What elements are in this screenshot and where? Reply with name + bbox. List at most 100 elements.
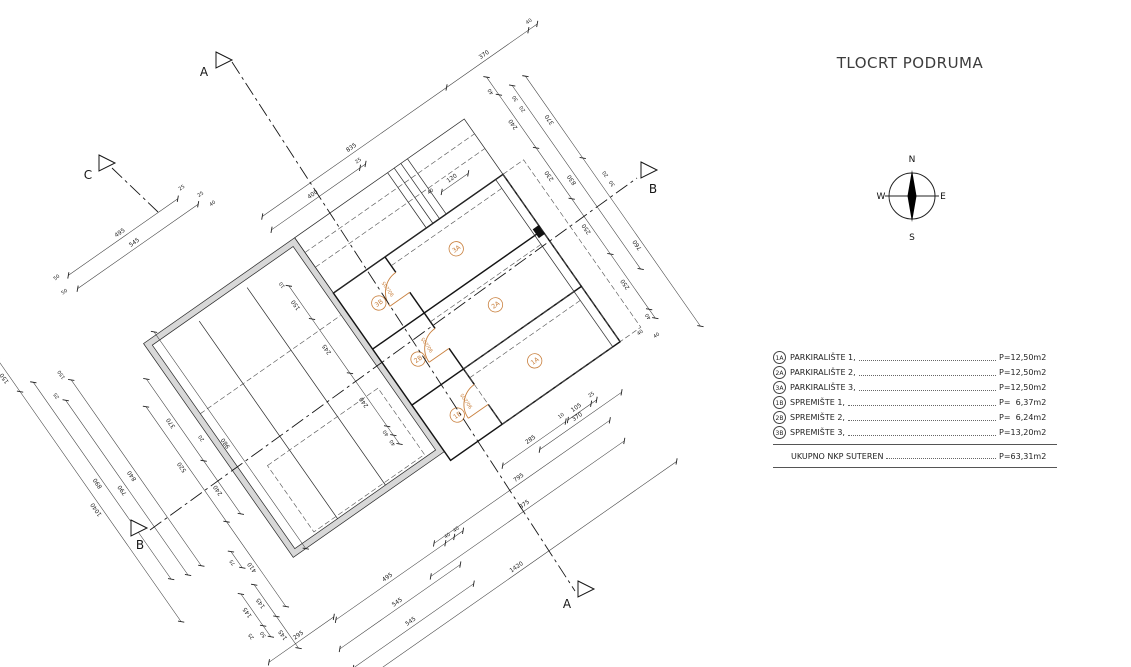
section-flag-a-top	[215, 51, 234, 69]
room-area: P=12,50m2	[999, 383, 1047, 392]
dim-label: 890	[92, 476, 103, 489]
dim-label: 145	[242, 606, 253, 619]
compass-south-label: S	[909, 233, 915, 243]
dim-label: 295	[292, 630, 305, 641]
room-area: P=12,50m2	[999, 353, 1047, 362]
dim-label: 370	[166, 416, 177, 429]
dim-label: 40	[426, 188, 435, 197]
dim-label: 875	[518, 499, 531, 510]
dim-label: 25	[587, 391, 596, 400]
dim-label: 25	[247, 632, 256, 641]
compass-west-label: W	[877, 192, 886, 202]
section-letter-b: B	[649, 182, 657, 196]
room-label-3a: 3A	[451, 244, 462, 255]
dim-label: 25	[196, 190, 205, 199]
section-line-a	[231, 61, 576, 592]
room-marker: 1A	[773, 351, 786, 364]
dim-label: 520	[177, 460, 188, 473]
room-marker: 2A	[773, 366, 786, 379]
dotted-leader	[858, 382, 996, 391]
compass-north-label: N	[909, 155, 916, 165]
dotted-leader	[847, 427, 996, 436]
room-name: PARKIRALIŠTE 1,	[790, 353, 856, 362]
dim-label: 145	[255, 596, 266, 609]
section-flag-c	[98, 154, 117, 172]
section-flag-b-right	[640, 161, 659, 179]
dim-label: 20	[198, 434, 207, 443]
dim-chain-left: 150 1040 890 790 840 25 150	[0, 357, 205, 623]
dim-label: 40	[636, 329, 645, 338]
legend-row: 3A PARKIRALIŠTE 3, P=12,50m2	[773, 380, 1057, 395]
dim-label: 40	[208, 200, 217, 209]
dim-chain-top: 835 370 40 400 25 120 40	[261, 18, 539, 234]
dim-label: 50	[259, 630, 268, 639]
dim-label: 30	[511, 94, 520, 103]
dim-chain-bottom: 285 10 105 25 40 40 795 875 495 545 545	[334, 389, 678, 667]
dim-chain-bottom-left: 145 50 75 145 145 295 25	[227, 550, 335, 666]
room-name: PARKIRALIŠTE 2,	[790, 368, 856, 377]
legend-row: 1B SPREMIŠTE 1, P= 6,37m2	[773, 395, 1057, 410]
floor-plan-drawing: 90/205 90/205 90/205 3B 3A 2B 2A 1B 1A	[0, 18, 704, 667]
room-name: PARKIRALIŠTE 3,	[790, 383, 856, 392]
dim-label: 40	[652, 331, 661, 340]
dim-label: 20	[519, 104, 528, 113]
dim-label: 150	[0, 371, 11, 384]
section-flag-b-left	[130, 519, 149, 537]
dim-label: 840	[127, 469, 138, 482]
dim-label: 40	[644, 312, 653, 321]
dim-label: 495	[382, 572, 395, 583]
section-line-b	[149, 177, 638, 531]
room-marker: 3B	[773, 426, 786, 439]
dim-label: 145	[278, 628, 289, 641]
dim-label: 105	[570, 402, 583, 413]
room-name: SPREMIŠTE 3,	[790, 428, 845, 437]
dim-label: 495	[114, 228, 127, 239]
room-marker: 2B	[773, 411, 786, 424]
legend-total-row: UKUPNO NKP SUTEREN P=63,31m2	[773, 444, 1057, 468]
door-size-label: 90/205	[459, 392, 474, 410]
entry-strip	[294, 118, 504, 294]
dim-label: 830	[567, 173, 578, 186]
legend-row: 1A PARKIRALIŠTE 1, P=12,50m2	[773, 350, 1057, 365]
room-tags: 3B 3A 2B 2A 1B 1A	[371, 241, 543, 423]
dim-label: 245	[322, 342, 333, 355]
dim-label: 240	[508, 117, 519, 130]
legend-row: 2B SPREMIŠTE 2, P= 6,24m2	[773, 410, 1057, 425]
compass-east-label: E	[940, 192, 946, 202]
dim-label: 40	[525, 18, 534, 27]
section-letter-a: A	[200, 65, 209, 79]
dim-label: 120	[446, 173, 459, 184]
dim-label: 835	[345, 142, 358, 153]
dotted-leader	[847, 412, 996, 421]
room-schedule: 1A PARKIRALIŠTE 1, P=12,50m2 2A PARKIRAL…	[773, 350, 1057, 468]
dim-label: 10	[278, 280, 287, 289]
room-marker: 3A	[773, 381, 786, 394]
dim-label: 150	[291, 298, 302, 311]
drawing-title: TLOCRT PODRUMA	[836, 54, 984, 72]
dim-label: 75	[229, 558, 238, 567]
dim-chain-upper-left: 495 545 50 25 50 25 40	[53, 184, 217, 297]
room-area: P= 6,24m2	[999, 413, 1047, 422]
dotted-leader	[858, 352, 996, 361]
dim-label: 20	[601, 169, 610, 178]
section-flag-a-bottom	[577, 580, 596, 598]
legend-row: 3B SPREMIŠTE 3, P=13,20m2	[773, 425, 1057, 440]
dim-label: 545	[128, 237, 141, 248]
dim-label: 370	[544, 113, 555, 126]
room-area: P=12,50m2	[999, 368, 1047, 377]
dim-chain-inner: 370 240 520 410 980 20 10 150 245 240 40	[142, 280, 403, 608]
dim-label: 790	[117, 483, 128, 496]
room-area: P=13,20m2	[999, 428, 1047, 437]
dotted-leader	[858, 367, 996, 376]
dim-label: 980	[220, 436, 231, 449]
compass-needle	[907, 170, 917, 222]
section-letter-c: C	[84, 168, 92, 182]
dim-label: 40	[382, 429, 391, 438]
total-label: UKUPNO NKP SUTEREN	[791, 451, 884, 461]
dim-label: 760	[632, 238, 643, 251]
dim-label: 240	[213, 483, 224, 496]
dotted-leader	[847, 397, 996, 406]
dim-label: 795	[513, 472, 526, 483]
room-label-2a: 2A	[490, 300, 501, 311]
